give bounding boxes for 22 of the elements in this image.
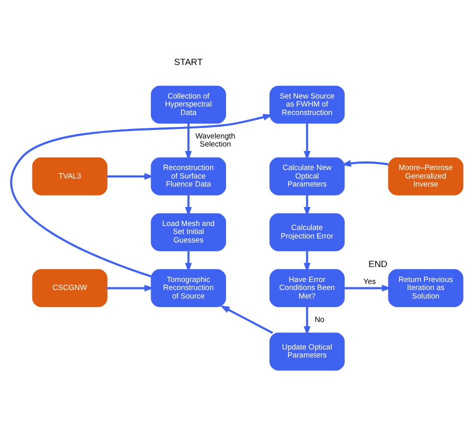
node-box: Calculate Projection Error [270, 213, 345, 252]
node-box: CSCGNW [32, 269, 108, 308]
node-box: TVAL3 [32, 157, 108, 196]
node-box: Have Error Conditions Been Met? [270, 269, 345, 308]
node-box: Tomographic Reconstruction of Source [150, 269, 226, 308]
node-box: Calculate New Optical Parameters [270, 157, 345, 196]
node-box: Moore–Penrose Generalized Inverse [388, 157, 464, 196]
arrow [10, 114, 273, 278]
node-box: Set New Source as FWHM of Reconstruction [270, 86, 345, 124]
arrow [220, 305, 274, 334]
node-label: START [174, 56, 203, 67]
arrow [304, 306, 310, 336]
edge-label: Wavelength Selection [196, 131, 236, 149]
node-box: Return Previous Iteration as Solution [388, 269, 464, 308]
node-box: Load Mesh and Set Initial Guesses [150, 213, 226, 252]
edge-label: Yes [363, 276, 376, 286]
arrow [341, 160, 388, 167]
node-label: END [368, 259, 388, 270]
node-box: Collection of Hyperspectral Data [150, 86, 226, 124]
node-box: Update Optical Parameters [270, 332, 345, 371]
edge-label: No [314, 314, 324, 324]
node-box: Reconstruction of Surface Fluence Data [150, 157, 226, 196]
